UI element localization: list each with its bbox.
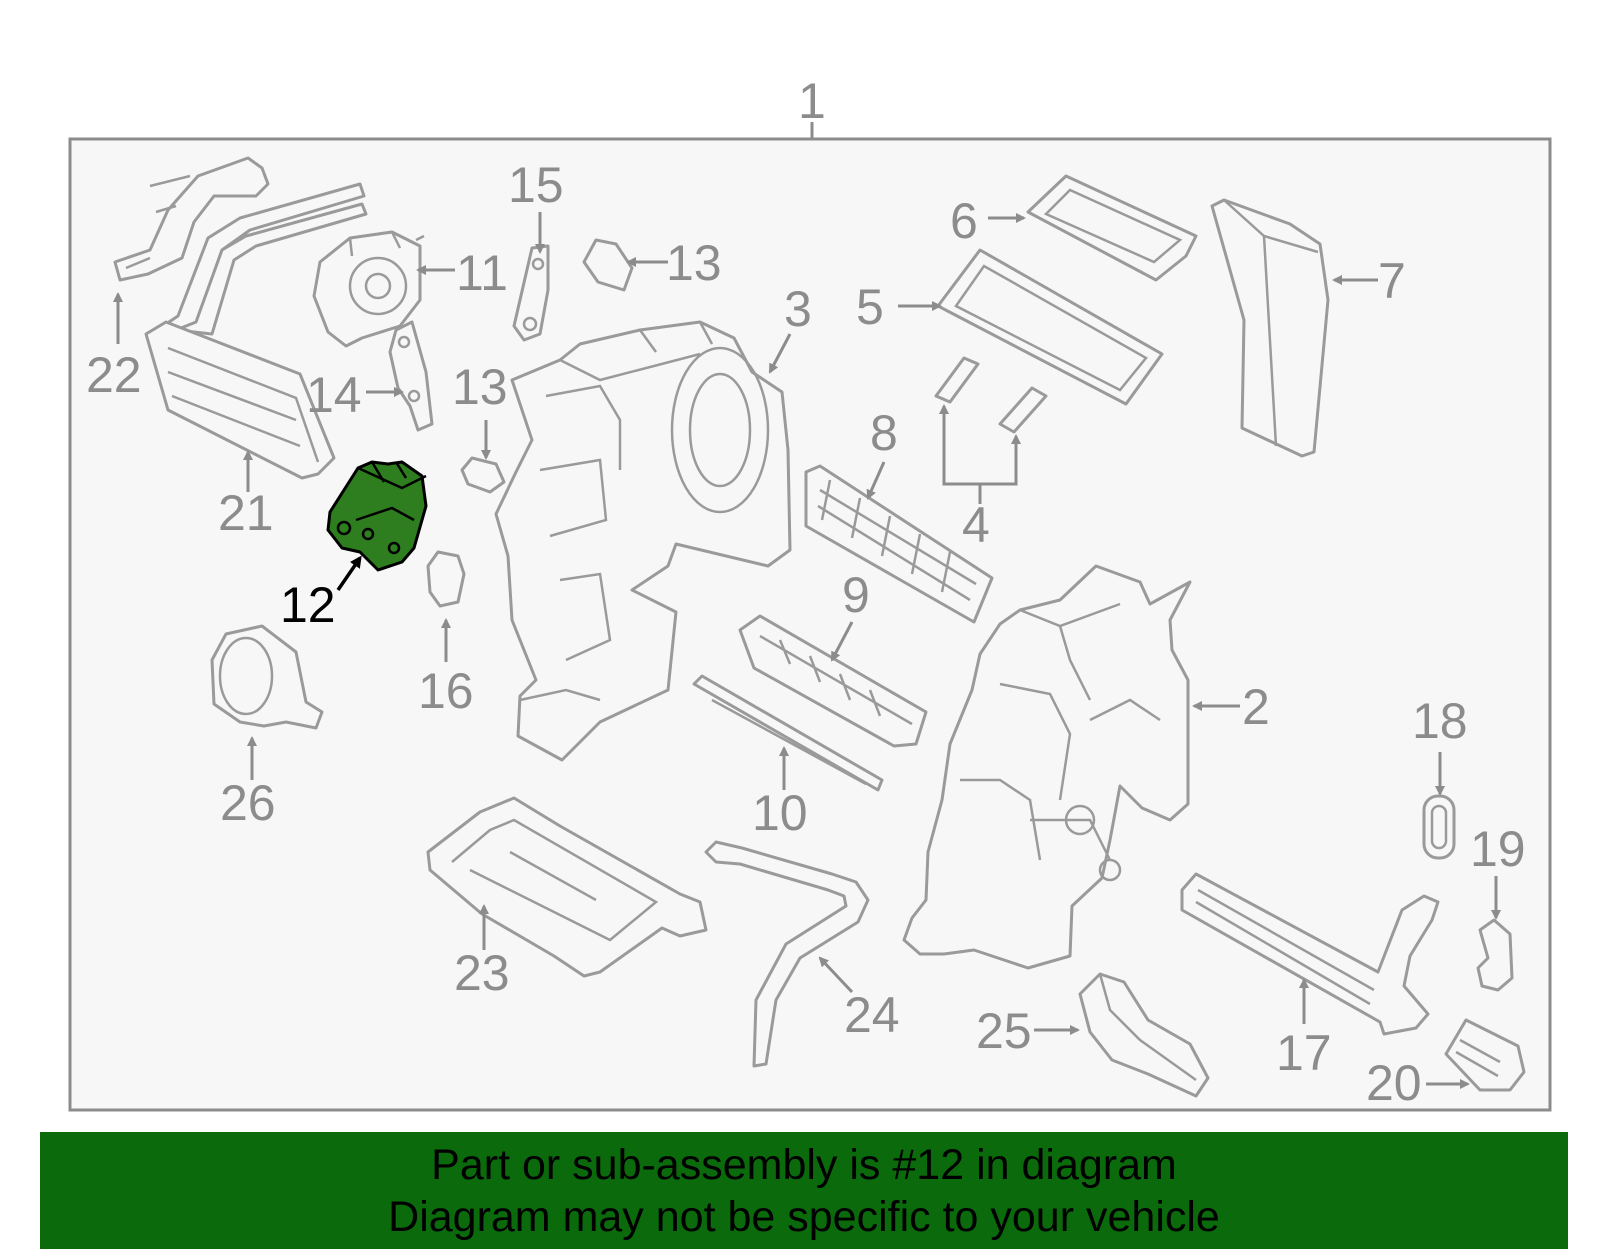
part-3-case[interactable] (494, 320, 792, 762)
part-9-door[interactable] (738, 614, 928, 748)
part-26-housing[interactable] (210, 624, 324, 730)
banner-line-1: Part or sub-assembly is #12 in diagram (431, 1140, 1177, 1189)
label-24[interactable]: 24 (844, 987, 900, 1043)
label-10[interactable]: 10 (752, 785, 808, 841)
part-17-evaporator[interactable] (1180, 872, 1440, 1036)
label-13-top[interactable]: 13 (666, 235, 722, 291)
part-19-bracket[interactable] (1476, 918, 1514, 992)
part-2-case[interactable] (902, 564, 1192, 970)
label-26[interactable]: 26 (220, 775, 276, 831)
label-21[interactable]: 21 (218, 485, 274, 541)
part-12-actuator-highlighted[interactable] (326, 460, 428, 572)
label-6[interactable]: 6 (950, 193, 978, 249)
label-4[interactable]: 4 (962, 497, 990, 553)
part-21-heater-core[interactable] (144, 182, 368, 480)
part-25-duct[interactable] (1078, 972, 1210, 1098)
part-22-pipe[interactable] (113, 156, 270, 282)
part-6-filter[interactable] (1026, 174, 1198, 282)
label-9[interactable]: 9 (842, 567, 870, 623)
label-16[interactable]: 16 (418, 663, 474, 719)
part-16-connector[interactable] (426, 550, 466, 608)
label-23[interactable]: 23 (454, 945, 510, 1001)
part-7-panel[interactable] (1210, 198, 1330, 458)
label-1[interactable]: 1 (798, 73, 826, 129)
label-18[interactable]: 18 (1412, 693, 1468, 749)
part-5-filter[interactable] (936, 248, 1164, 406)
part-10-rod[interactable] (692, 674, 884, 792)
label-13-mid[interactable]: 13 (452, 359, 508, 415)
info-banner: Part or sub-assembly is #12 in diagram D… (40, 1132, 1568, 1249)
label-15[interactable]: 15 (508, 157, 564, 213)
part-23-tray[interactable] (426, 796, 708, 978)
label-14[interactable]: 14 (306, 367, 362, 423)
part-8-door[interactable] (804, 464, 994, 624)
label-8[interactable]: 8 (870, 405, 898, 461)
label-5[interactable]: 5 (856, 279, 884, 335)
label-19[interactable]: 19 (1470, 821, 1526, 877)
label-11[interactable]: 11 (456, 245, 508, 301)
label-17[interactable]: 17 (1276, 1025, 1332, 1081)
label-25[interactable]: 25 (976, 1003, 1032, 1059)
label-3[interactable]: 3 (784, 281, 812, 337)
label-12[interactable]: 12 (280, 577, 336, 633)
label-20[interactable]: 20 (1366, 1055, 1422, 1111)
label-2[interactable]: 2 (1242, 679, 1270, 735)
part-13-clip-mid[interactable] (460, 456, 506, 494)
label-22[interactable]: 22 (86, 347, 142, 403)
part-15-lever[interactable] (512, 244, 550, 342)
part-11-actuator[interactable] (312, 230, 425, 348)
label-7[interactable]: 7 (1378, 253, 1406, 309)
banner-line-2: Diagram may not be specific to your vehi… (388, 1192, 1220, 1241)
part-13-clip-top[interactable] (582, 238, 634, 292)
part-4-pads[interactable] (934, 356, 1048, 434)
part-20-valve[interactable] (1444, 1018, 1526, 1092)
part-24-hose[interactable] (704, 840, 870, 1068)
part-14-lever[interactable] (388, 320, 434, 432)
part-18-grommet[interactable] (1422, 794, 1456, 860)
